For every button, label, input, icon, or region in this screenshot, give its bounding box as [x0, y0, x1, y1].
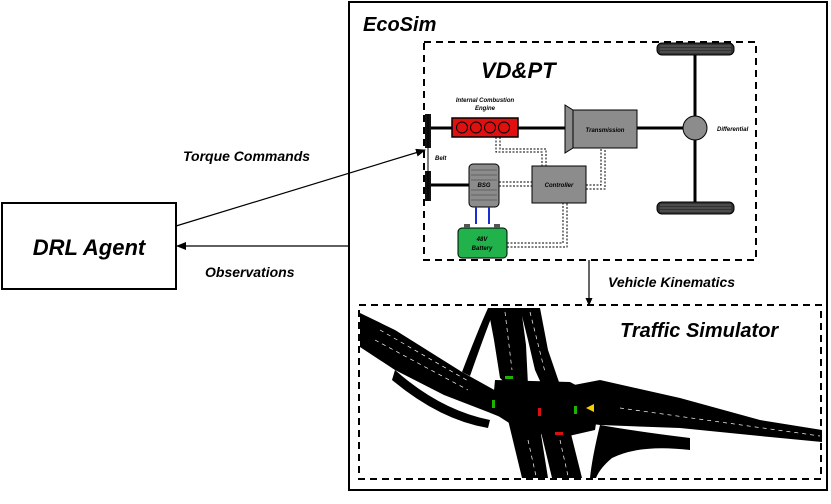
transmission-label: Transmission [586, 128, 625, 134]
vdpt-title: VD&PT [481, 58, 557, 83]
signal-red-2 [555, 432, 563, 435]
vehicle-marker [586, 404, 594, 412]
lane-markings [374, 311, 821, 477]
engine-label-line1: Internal Combustion [456, 98, 515, 104]
torque-commands-arrow [175, 148, 426, 227]
controller-label: Controller [545, 183, 574, 189]
torque-commands-label: Torque Commands [183, 148, 310, 164]
traffic-simulator-container: Traffic Simulator [358, 304, 822, 480]
wheel-treads [660, 45, 731, 212]
bsg-label: BSG [477, 183, 490, 189]
signal-green-2 [492, 400, 495, 408]
drl-agent-block: DRL Agent [1, 202, 177, 290]
differential-node [682, 115, 708, 141]
traffic-simulator-title: Traffic Simulator [620, 320, 779, 342]
battery-block: 48V Battery [457, 224, 508, 259]
battery-label-line2: Battery [472, 246, 493, 252]
transmission-block: Transmission [564, 104, 638, 154]
vdpt-container: VD&PT Belt Internal Combustion Engine Tr… [423, 41, 757, 261]
battery-label-line1: 48V [476, 237, 489, 243]
controller-block: Controller [531, 165, 587, 204]
ecosim-title: EcoSim [363, 14, 436, 36]
signal-green-3 [574, 406, 577, 414]
engine-block [451, 117, 519, 138]
observations-label: Observations [205, 264, 295, 280]
differential-label: Differential [717, 127, 749, 133]
drl-agent-label: DRL Agent [33, 235, 147, 260]
signal-red-1 [538, 408, 541, 416]
engine-label-line2: Engine [475, 106, 496, 112]
signal-green-1 [505, 376, 513, 379]
belt-label: Belt [435, 156, 447, 162]
vehicle-kinematics-label: Vehicle Kinematics [608, 274, 735, 290]
bsg-block: BSG [468, 163, 500, 208]
ecosim-container: EcoSim [348, 1, 828, 491]
road-network [360, 308, 822, 478]
signal-lines [495, 137, 606, 248]
